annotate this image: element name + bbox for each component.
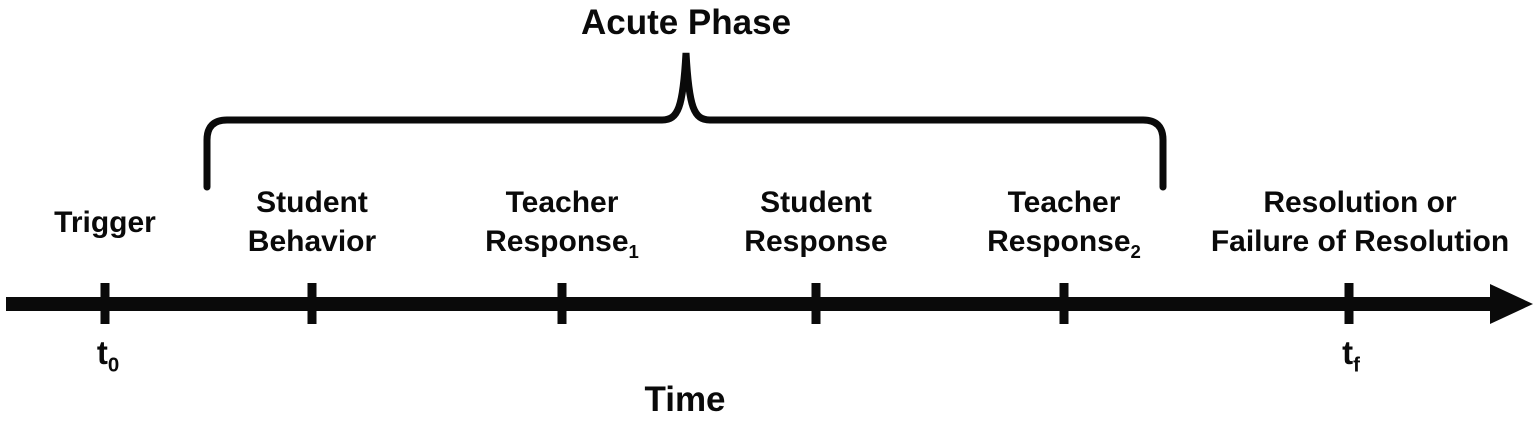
event-line1: Resolution or [1263, 186, 1457, 219]
event-label-teacher-response-1: Teacher Response1 [485, 178, 639, 266]
tick-student-response [811, 283, 821, 324]
acute-phase-title: Acute Phase [580, 3, 792, 42]
event-line2: Response [744, 225, 888, 258]
event-label-student-behavior: Student Behavior [248, 178, 376, 266]
t0-label: t0 [96, 334, 120, 377]
t0-subscript: 0 [107, 353, 120, 377]
tick-teacher-response-1 [557, 283, 567, 324]
event-line1: Student [760, 186, 872, 219]
event-line1: Teacher [505, 186, 619, 219]
time-axis-arrowhead-icon [1490, 284, 1533, 324]
event-subscript: 1 [628, 241, 639, 262]
event-line2: Behavior [247, 225, 377, 258]
acute-phase-brace [203, 52, 1167, 191]
event-line1: Teacher [1007, 186, 1121, 219]
tick-teacher-response-2 [1059, 283, 1069, 324]
event-label-resolution: Resolution or Failure of Resolution [1211, 178, 1509, 266]
event-line2: Response2 [987, 225, 1141, 262]
tick-trigger [100, 283, 110, 324]
event-label-trigger: Trigger [54, 178, 156, 266]
event-label-teacher-response-2: Teacher Response2 [987, 178, 1141, 266]
tick-student-behavior [307, 283, 317, 324]
event-subscript: 2 [1130, 241, 1141, 262]
tf-subscript: f [1353, 353, 1360, 377]
time-axis-title: Time [644, 380, 726, 419]
event-label-student-response: Student Response [744, 178, 887, 266]
event-line1: Trigger [54, 205, 156, 239]
tick-t-final [1344, 283, 1354, 324]
event-line2: Response1 [485, 225, 639, 262]
event-line2: Failure of Resolution [1210, 225, 1510, 258]
event-line1: Student [256, 186, 368, 219]
tf-label: tf [1342, 334, 1360, 377]
